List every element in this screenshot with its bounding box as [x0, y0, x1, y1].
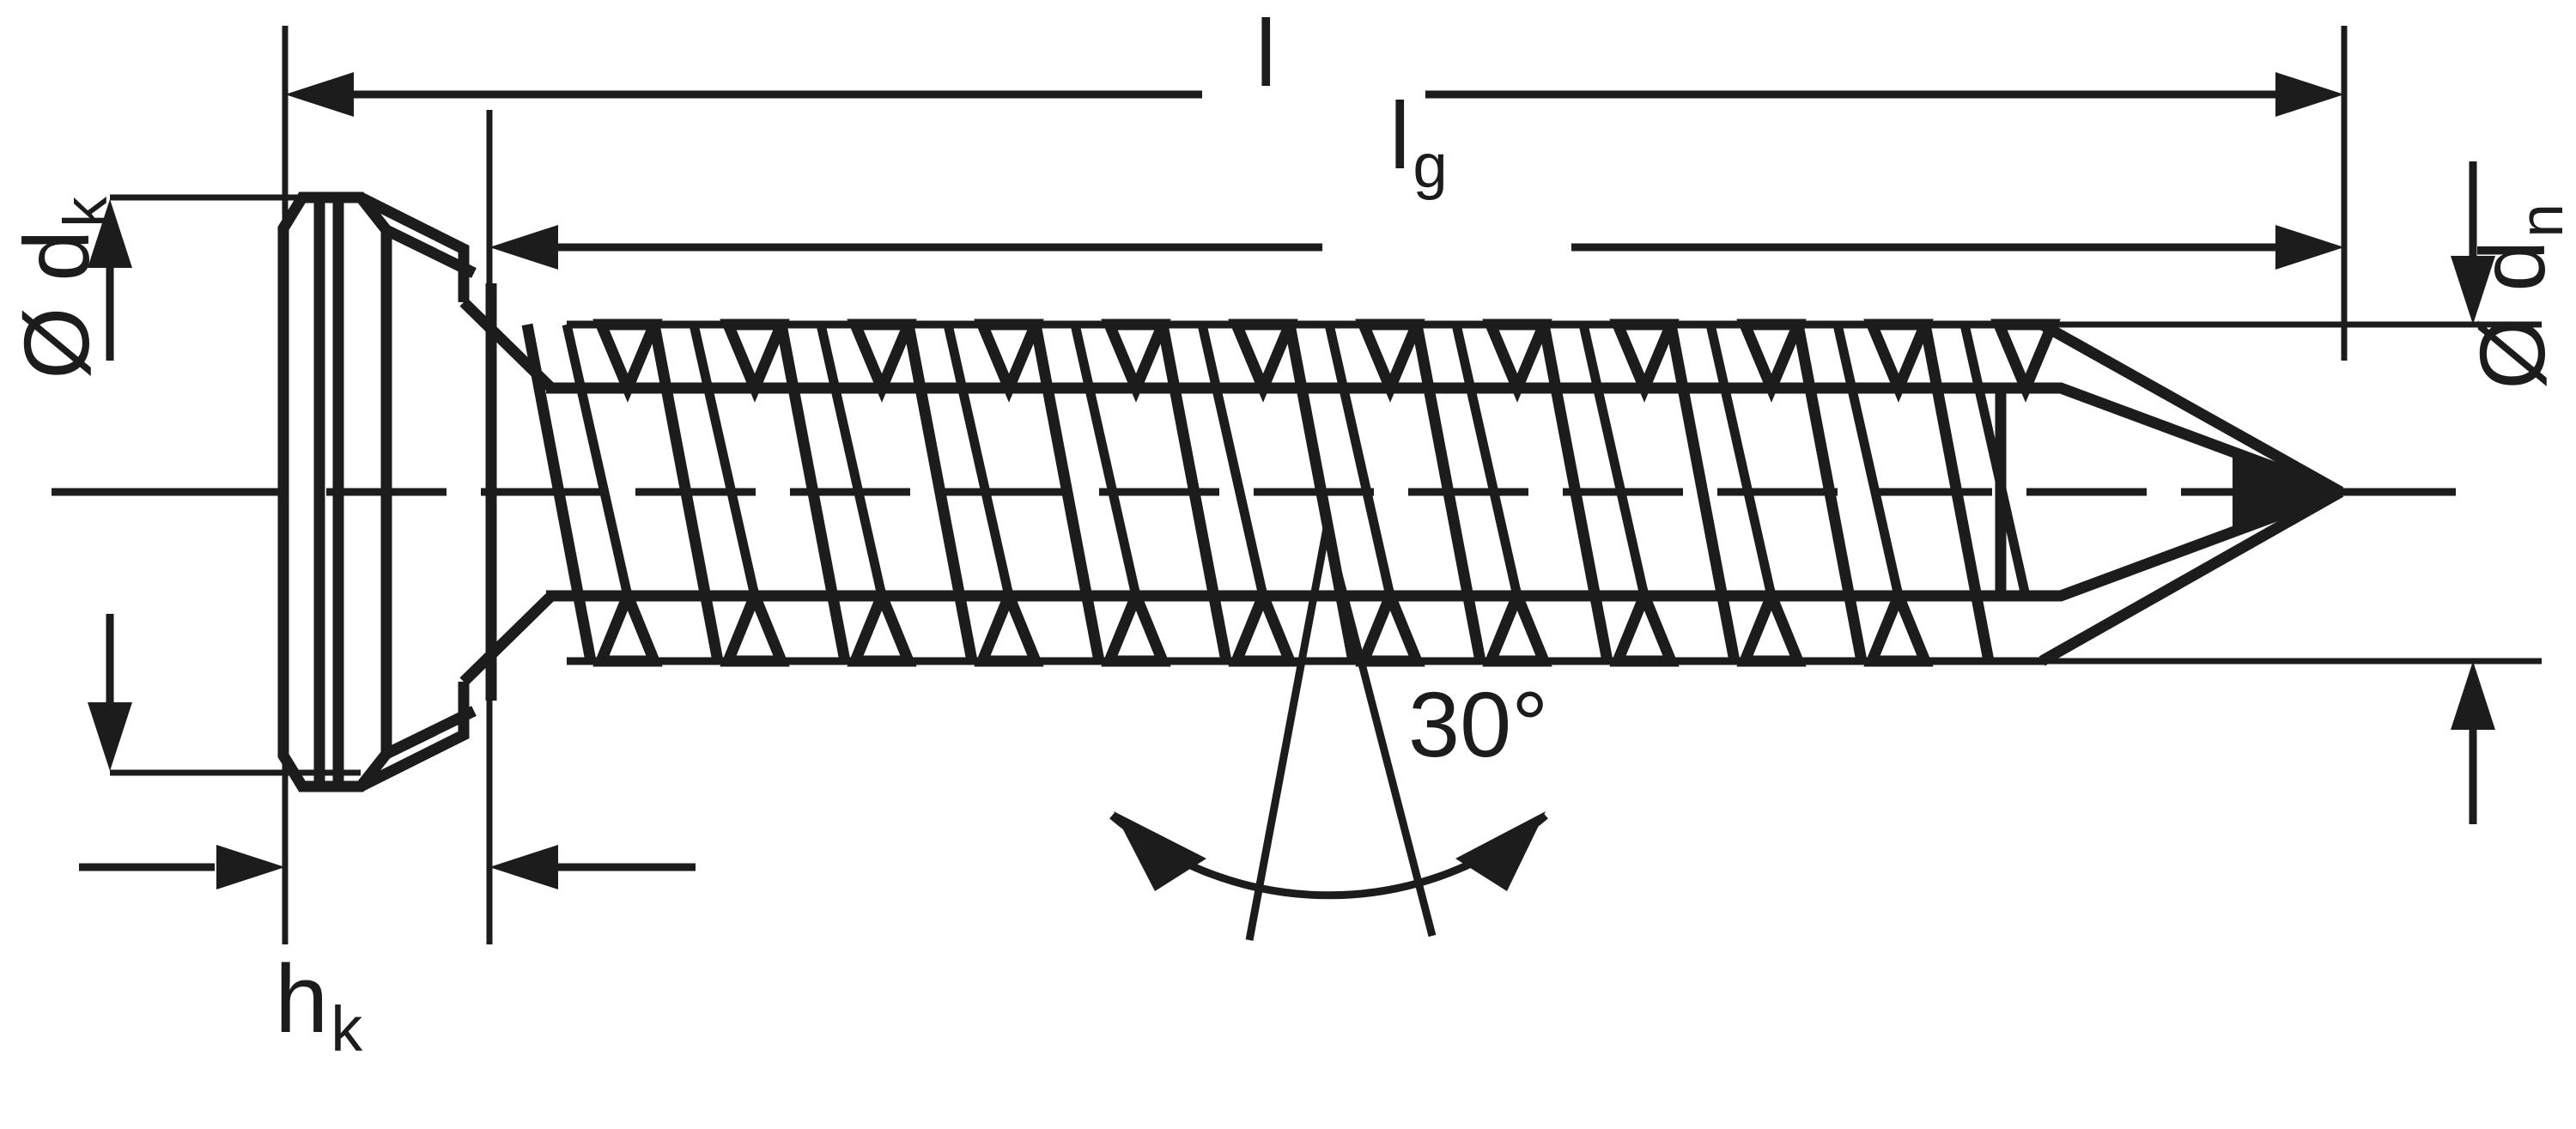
label-head-diameter-symbol: d: [4, 229, 108, 282]
label-head-diameter: Ø dk: [4, 197, 120, 379]
screw-head: [277, 191, 554, 792]
arrowhead-right-lg: [2275, 225, 2344, 270]
thread-teeth-upper: [592, 319, 2061, 403]
arrowhead-up-dn: [2451, 661, 2495, 730]
label-overall-length-symbol: l: [1255, 1, 1277, 106]
arrowhead-left-l: [285, 72, 354, 117]
label-thread-length: lg: [1389, 89, 1448, 197]
label-overall-length: l: [1255, 7, 1276, 101]
arrowhead-down-dk: [88, 702, 132, 771]
screw-tip-point: [2233, 446, 2341, 537]
label-head-height-symbol: h: [275, 945, 329, 1053]
thread-teeth-lower: [592, 580, 1934, 667]
label-head-height: hk: [275, 951, 362, 1061]
diameter-symbol-dn: Ø: [2460, 291, 2564, 390]
extension-lines: [110, 26, 2542, 944]
label-head-diameter-subscript: k: [52, 197, 121, 228]
label-nominal-diameter-subscript: n: [2507, 203, 2576, 238]
arrowhead-left-lg: [489, 225, 558, 270]
thread-helix-lines-back: [562, 323, 2031, 598]
label-nominal-diameter: Ø dn: [2460, 203, 2576, 390]
label-thread-angle-text: 30°: [1408, 672, 1549, 776]
arrowhead-right-l: [2275, 72, 2344, 117]
label-thread-length-subscript: g: [1413, 131, 1448, 201]
label-head-height-subscript: k: [331, 993, 363, 1065]
arrowhead-down-dn: [2451, 256, 2495, 325]
arrowhead-right-hk: [216, 845, 285, 889]
label-thread-angle: 30°: [1408, 678, 1548, 771]
arrowhead-left-hk: [489, 845, 558, 889]
arrowhead-arc-right: [1455, 811, 1546, 891]
diameter-symbol-dk: Ø: [4, 281, 108, 379]
arrowhead-up-dk: [88, 199, 132, 268]
label-thread-length-symbol: l: [1389, 83, 1411, 189]
label-nominal-diameter-symbol: d: [2460, 240, 2564, 292]
arrowhead-arc-left: [1114, 811, 1206, 891]
